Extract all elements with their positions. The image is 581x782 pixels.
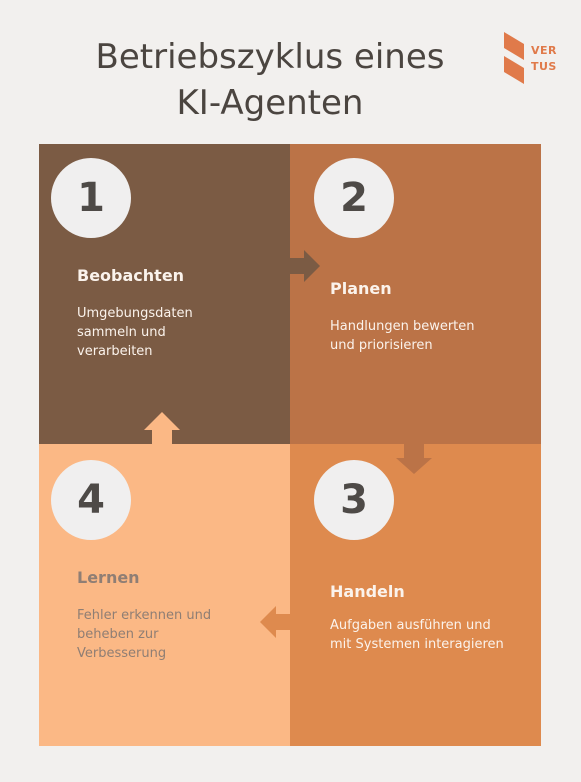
step-title: Beobachten (77, 266, 185, 285)
step-learn-panel: 4 Lernen Fehler erkennen und beheben zur… (39, 444, 290, 746)
arrow-down-icon (396, 444, 432, 474)
step-number-badge: 2 (314, 158, 394, 238)
logo-text-ver: VER (531, 44, 557, 57)
step-description: Aufgaben ausführen und mit Systemen inte… (330, 618, 504, 652)
step-number-badge: 3 (314, 460, 394, 540)
step-title: Planen (330, 279, 392, 298)
step-description: Handlungen bewerten und priorisieren (330, 319, 475, 353)
step-title: Handeln (330, 582, 405, 601)
arrow-left-icon (260, 606, 290, 638)
step-number-badge: 4 (51, 460, 131, 540)
page-title: Betriebszyklus eines KI-Agenten (95, 37, 445, 123)
logo-text-tus: TUS (531, 60, 557, 73)
arrow-up-icon (144, 412, 180, 444)
step-number-badge: 1 (51, 158, 131, 238)
step-description: Fehler erkennen und beheben zur Verbesse… (77, 608, 212, 661)
step-plan-panel: 2 Planen Handlungen bewerten und prioris… (290, 144, 541, 446)
step-description: Umgebungsdaten sammeln und verarbeiten (77, 306, 193, 359)
step-act-panel: 3 Handeln Aufgaben ausführen und mit Sys… (290, 444, 541, 746)
step-title: Lernen (77, 568, 140, 587)
vertus-logo (504, 32, 524, 84)
step-observe-panel: 1 Beobachten Umgebungsdaten sammeln und … (39, 144, 290, 446)
arrow-right-icon (290, 250, 320, 282)
